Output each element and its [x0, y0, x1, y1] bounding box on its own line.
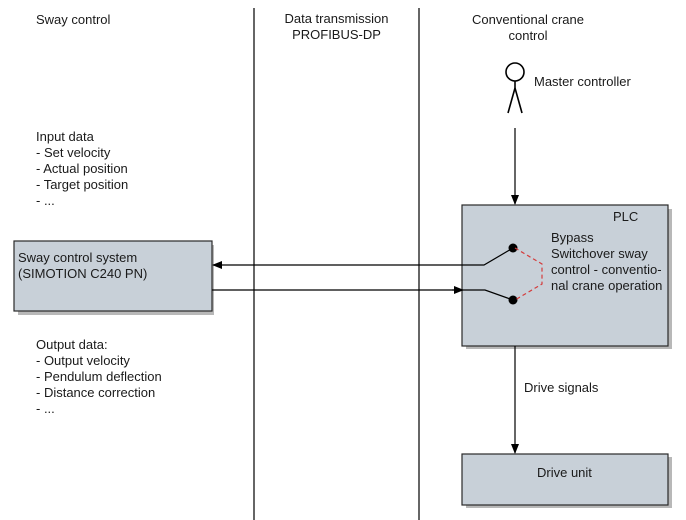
sway-control-system-label: Sway control system (SIMOTION C240 PN) — [18, 250, 148, 281]
arrow-plc-to-sway — [212, 247, 514, 269]
bypass-label: Bypass — [551, 230, 594, 245]
drive-unit-label: Drive unit — [537, 465, 592, 480]
bypass-dashed-link — [514, 247, 543, 301]
master-controller-label: Master controller — [534, 74, 631, 89]
master-controller-icon — [505, 62, 525, 114]
drive-signals-label: Drive signals — [524, 380, 599, 395]
column-title-sway-control: Sway control — [36, 12, 111, 27]
switchover-label: Switchover sway control - conventio- nal… — [551, 246, 663, 293]
bypass-contact-bottom — [508, 295, 518, 305]
sway-control-system-box — [13, 240, 213, 312]
arrow-sway-to-plc — [212, 289, 514, 301]
bypass-contact-top — [508, 243, 518, 253]
drive-unit-box — [461, 453, 669, 506]
input-data-list: Input data - Set velocity - Actual posit… — [36, 129, 129, 208]
plc-title: PLC — [613, 209, 639, 224]
plc-box — [461, 204, 669, 347]
output-data-list: Output data: - Output velocity - Pendulu… — [36, 337, 162, 416]
column-title-data-transmission: Data transmission PROFIBUS-DP — [284, 11, 389, 42]
column-title-conventional-crane: Conventional crane control — [471, 12, 585, 43]
